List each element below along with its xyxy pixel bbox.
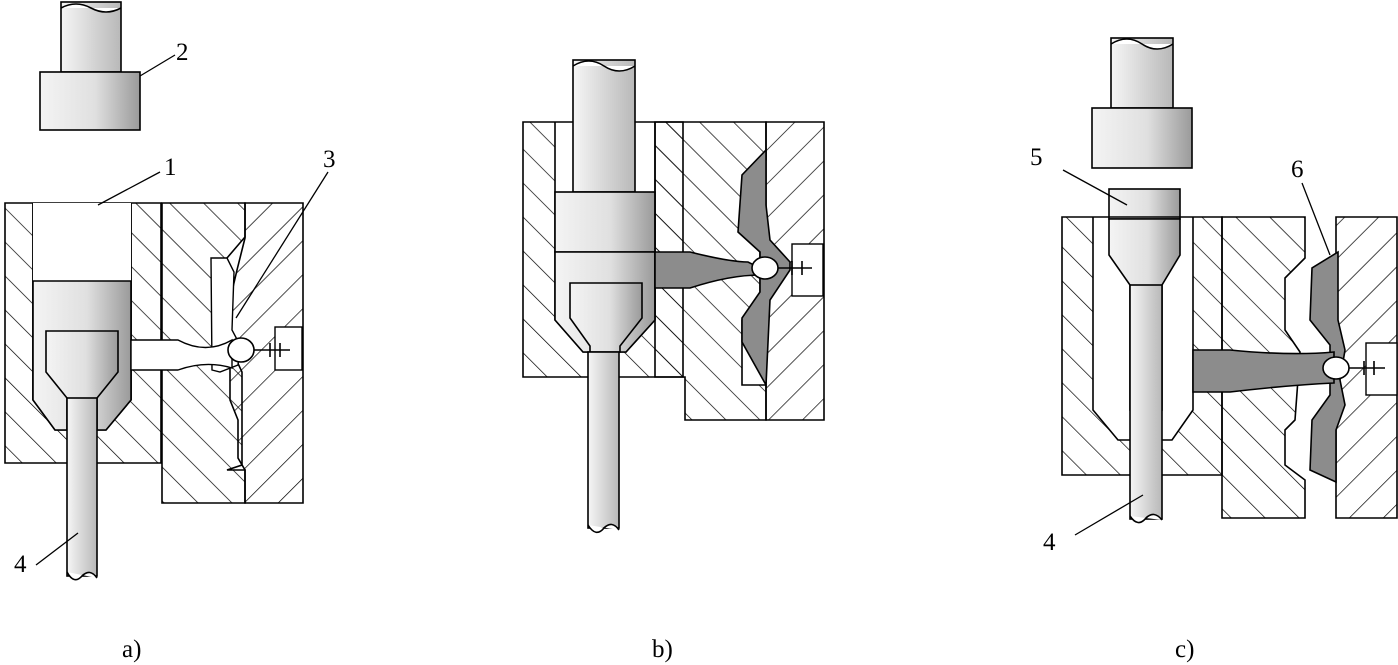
punch-lower-a [32, 280, 132, 581]
panel-c: 5 6 4 c) [1030, 37, 1398, 663]
label-6: 6 [1291, 156, 1304, 183]
caption-b: b) [652, 636, 673, 663]
chamber-space [33, 203, 131, 281]
label-2: 2 [176, 39, 189, 66]
panel-a: 2 1 3 4 a) [4, 1, 336, 663]
casting-c [1309, 250, 1346, 484]
punch-upper-b [554, 59, 656, 253]
label-5: 5 [1030, 144, 1043, 171]
caption-c: c) [1175, 636, 1194, 663]
die-halves-a [130, 202, 304, 504]
caption-a: a) [122, 636, 141, 663]
punch-lower-b [554, 251, 656, 534]
label-4a: 4 [14, 551, 27, 578]
leaders-a [35, 54, 329, 566]
panel-b: b) [522, 59, 825, 663]
residue-5 [1108, 188, 1181, 220]
label-1: 1 [164, 154, 177, 181]
runner-c [1192, 349, 1335, 393]
punch-upper-c [1091, 37, 1193, 169]
punch-lower-c [1108, 218, 1181, 524]
label-3: 3 [323, 146, 336, 173]
label-4c: 4 [1043, 529, 1056, 556]
punch-upper [39, 1, 141, 131]
